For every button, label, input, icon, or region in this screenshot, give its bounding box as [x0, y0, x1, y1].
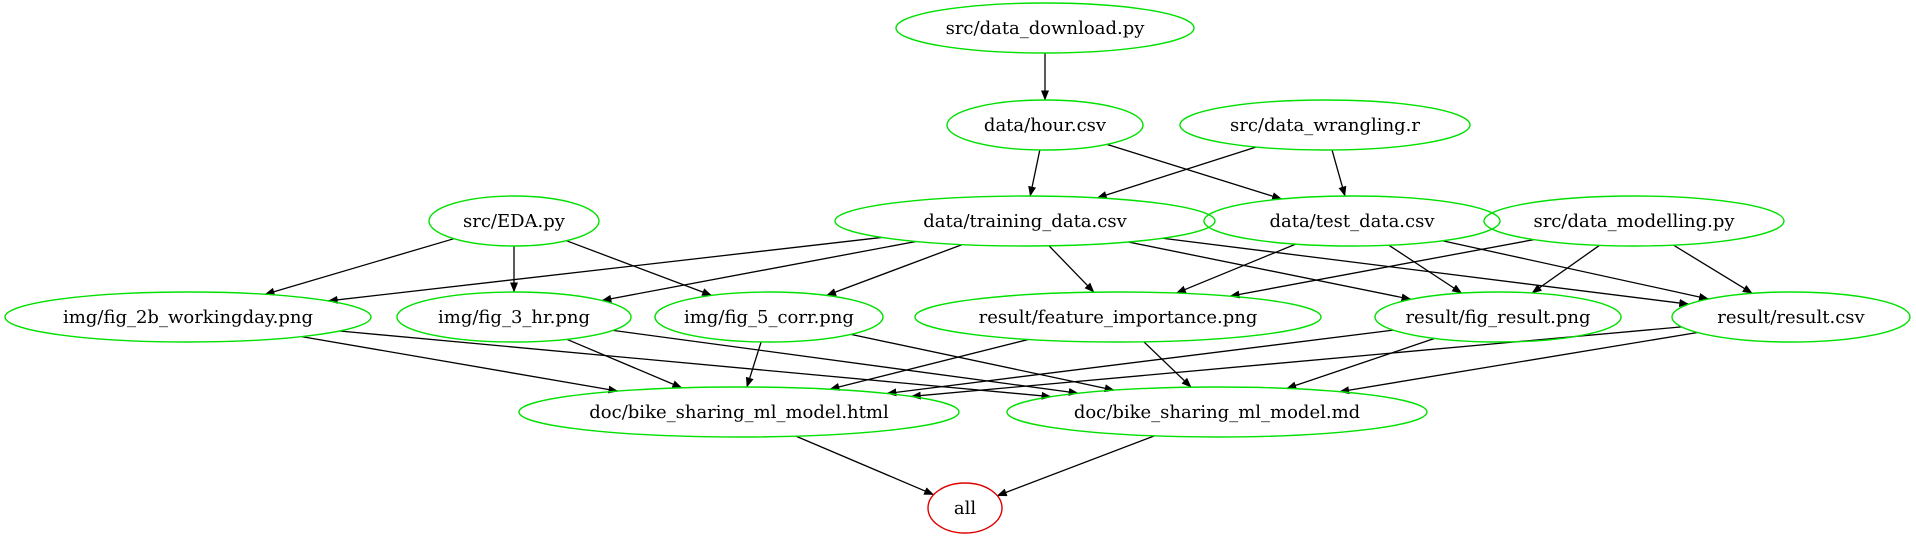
node-figresult: result/fig_result.png [1374, 291, 1622, 343]
node-label: data/training_data.csv [923, 211, 1127, 232]
edge-resultcsv-to-md [1339, 331, 1698, 395]
node-test: data/test_data.csv [1203, 195, 1501, 247]
edge-eda-to-fig2b [264, 238, 455, 296]
node-ellipse [1671, 291, 1911, 343]
node-label: src/data_download.py [946, 18, 1146, 39]
node-fig3: img/fig_3_hr.png [396, 291, 632, 343]
node-label: doc/bike_sharing_ml_model.html [589, 402, 889, 423]
edge-data_wrangling-to-test [1331, 149, 1347, 197]
edge-fig3-to-html [566, 338, 683, 389]
node-ellipse [518, 386, 960, 438]
node-label: result/result.csv [1717, 307, 1865, 328]
edge-fig5-to-md [850, 333, 1115, 393]
edge-featimp-to-md [1143, 341, 1192, 388]
edge-eda-to-fig5 [566, 240, 713, 297]
nodes-layer: src/data_download.py data/hour.csv src/dat… [4, 2, 1911, 534]
node-ellipse [1006, 386, 1428, 438]
edge-data_wrangling-to-training [1096, 146, 1257, 199]
node-hour: data/hour.csv [946, 99, 1144, 151]
edge-hour-to-training [1028, 149, 1041, 197]
node-ellipse [654, 291, 884, 343]
edge-html-to-all [795, 435, 935, 496]
node-fig2b: img/fig_2b_workingday.png [4, 291, 372, 343]
edge-training-to-figresult [1128, 241, 1412, 302]
node-label: data/hour.csv [984, 115, 1107, 136]
node-label: data/test_data.csv [1269, 211, 1435, 232]
edge-fig2b-to-md [339, 330, 1052, 400]
node-ellipse [396, 291, 632, 343]
node-featimp: result/feature_importance.png [914, 291, 1322, 343]
edge-training-to-featimp [1048, 245, 1095, 293]
node-eda: src/EDA.py [428, 195, 600, 247]
node-md: doc/bike_sharing_ml_model.md [1006, 386, 1428, 438]
edge-training-to-fig5 [826, 243, 963, 297]
node-ellipse [1179, 99, 1471, 151]
edge-training-to-fig3 [601, 240, 917, 303]
node-label: all [954, 498, 976, 519]
node-ellipse [927, 482, 1003, 534]
edge-modelling-to-resultcsv [1673, 244, 1753, 294]
node-ellipse [428, 195, 600, 247]
node-ellipse [1483, 195, 1785, 247]
node-ellipse [946, 99, 1144, 151]
edges-layer [264, 53, 1753, 497]
node-data_download: src/data_download.py [895, 2, 1195, 54]
edge-figresult-to-md [1286, 337, 1435, 390]
edge-fig5-to-html [745, 341, 762, 388]
node-ellipse [1203, 195, 1501, 247]
edge-training-to-resultcsv [1162, 237, 1690, 307]
node-label: src/EDA.py [463, 211, 566, 232]
node-label: img/fig_5_corr.png [684, 307, 854, 328]
node-html: doc/bike_sharing_ml_model.html [518, 386, 960, 438]
node-ellipse [4, 291, 372, 343]
edge-modelling-to-featimp [1229, 238, 1535, 299]
node-data_wrangling: src/data_wrangling.r [1179, 99, 1471, 151]
node-ellipse [1374, 291, 1622, 343]
node-label: src/data_wrangling.r [1230, 115, 1420, 136]
edge-modelling-to-figresult [1531, 244, 1600, 294]
node-label: doc/bike_sharing_ml_model.md [1074, 402, 1360, 423]
node-ellipse [895, 2, 1195, 54]
edge-test-to-resultcsv [1442, 240, 1710, 301]
node-ellipse [834, 195, 1216, 247]
node-all: all [927, 482, 1003, 534]
node-modelling: src/data_modelling.py [1483, 195, 1785, 247]
edge-test-to-featimp [1175, 243, 1296, 294]
edge-training-to-fig2b [327, 236, 882, 304]
node-resultcsv: result/result.csv [1671, 291, 1911, 343]
node-label: img/fig_2b_workingday.png [63, 307, 313, 328]
node-fig5: img/fig_5_corr.png [654, 291, 884, 343]
edge-hour-to-test [1106, 143, 1283, 200]
node-label: result/fig_result.png [1405, 307, 1590, 328]
edge-md-to-all [996, 435, 1155, 497]
node-training: data/training_data.csv [834, 195, 1216, 247]
node-ellipse [914, 291, 1322, 343]
edge-fig3-to-md [612, 329, 1079, 396]
node-label: src/data_modelling.py [1533, 211, 1735, 232]
node-label: img/fig_3_hr.png [438, 307, 590, 328]
edge-featimp-to-html [829, 338, 1029, 391]
edge-resultcsv-to-html [910, 326, 1682, 400]
edge-figresult-to-html [886, 329, 1394, 397]
edge-test-to-figresult [1388, 244, 1463, 294]
node-label: result/feature_importance.png [979, 307, 1258, 328]
edge-fig2b-to-html [301, 335, 619, 394]
